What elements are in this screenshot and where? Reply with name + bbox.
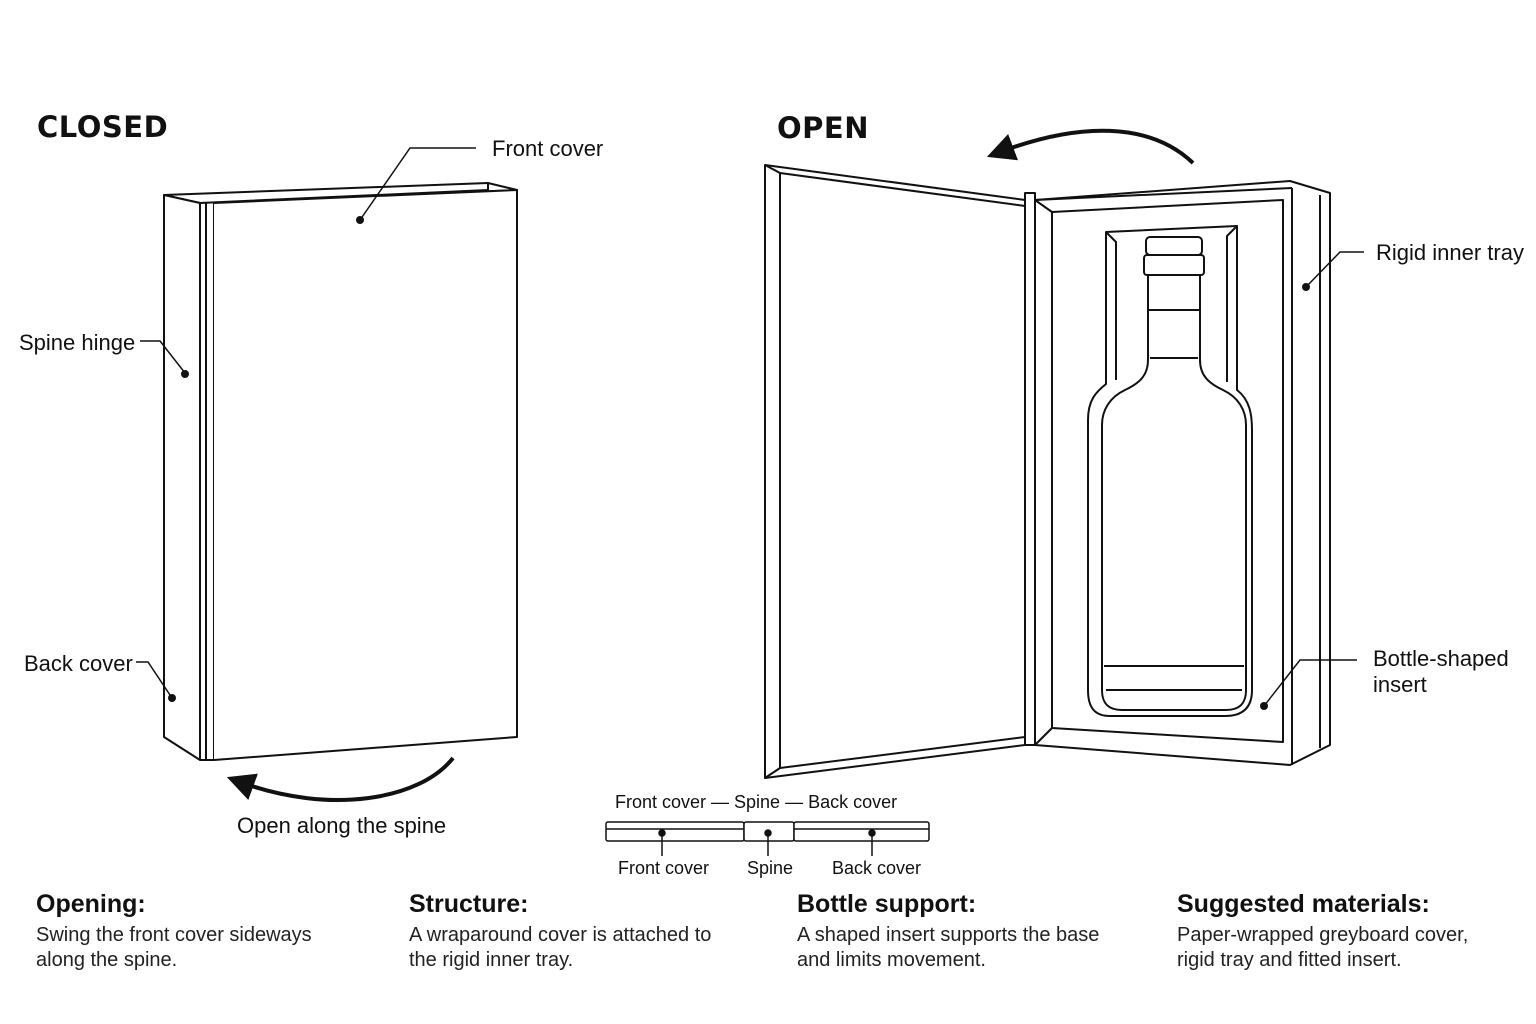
back-cover-dot xyxy=(168,694,176,702)
note-body: Paper-wrapped greyboard cover, rigid tra… xyxy=(1177,924,1469,971)
note-title: Bottle support: xyxy=(797,890,977,918)
open-heading: OPEN xyxy=(777,111,869,145)
insert-dot xyxy=(1260,702,1268,710)
label-front-cover: Front cover xyxy=(492,136,604,161)
flat-front-cover xyxy=(605,821,745,842)
note-body: A shaped insert supports the base and li… xyxy=(797,924,1100,971)
note-title: Opening: xyxy=(36,890,146,918)
flat-layout-diagram xyxy=(605,821,930,842)
rigid-tray-dot xyxy=(1302,283,1310,291)
closed-leader-lines xyxy=(136,147,476,699)
open-spine xyxy=(1024,192,1036,746)
open-arrow-open xyxy=(986,128,1195,165)
open-box-illustration xyxy=(764,164,1331,779)
open-front-cover-panel xyxy=(764,164,1026,779)
closed-heading: CLOSED xyxy=(37,110,169,144)
label-rigid-inner-tray: Rigid inner tray xyxy=(1376,240,1524,265)
note-title: Suggested materials: xyxy=(1177,890,1430,918)
label-back-cover: Back cover xyxy=(24,651,133,676)
note-title: Structure: xyxy=(409,890,529,918)
flat-label-spine: Spine xyxy=(747,858,794,878)
closed-box-spine xyxy=(163,194,201,761)
bottle-shaped-insert xyxy=(1087,225,1253,717)
note-body: A wraparound cover is attached to the ri… xyxy=(409,924,712,971)
label-spine-hinge: Spine hinge xyxy=(19,330,136,355)
flat-layout-title: Front cover — Spine — Back cover xyxy=(615,792,898,812)
label-insert-line1: Bottle-shaped xyxy=(1373,646,1509,671)
note-opening: Opening: Swing the front cover sideways … xyxy=(36,890,366,973)
note-body: Swing the front cover sideways along the… xyxy=(36,924,312,971)
bottle-illustration xyxy=(1101,236,1247,711)
note-bottle-support: Bottle support: A shaped insert supports… xyxy=(797,890,1117,973)
label-insert-line2: insert xyxy=(1373,672,1427,697)
note-suggested-materials: Suggested materials: Paper-wrapped greyb… xyxy=(1177,890,1497,973)
caption-open-along-spine: Open along the spine xyxy=(237,813,447,838)
flat-label-front-cover: Front cover xyxy=(618,858,710,878)
flat-back-cover xyxy=(793,821,930,842)
note-structure: Structure: A wraparound cover is attache… xyxy=(409,890,719,973)
closed-box-illustration xyxy=(163,182,518,761)
flat-label-back-cover: Back cover xyxy=(832,858,922,878)
open-arrow-closed xyxy=(226,756,455,802)
front-cover-dot xyxy=(356,216,364,224)
closed-box-front-face xyxy=(213,189,518,761)
open-leader-lines xyxy=(1263,251,1364,707)
spine-hinge-dot xyxy=(181,370,189,378)
